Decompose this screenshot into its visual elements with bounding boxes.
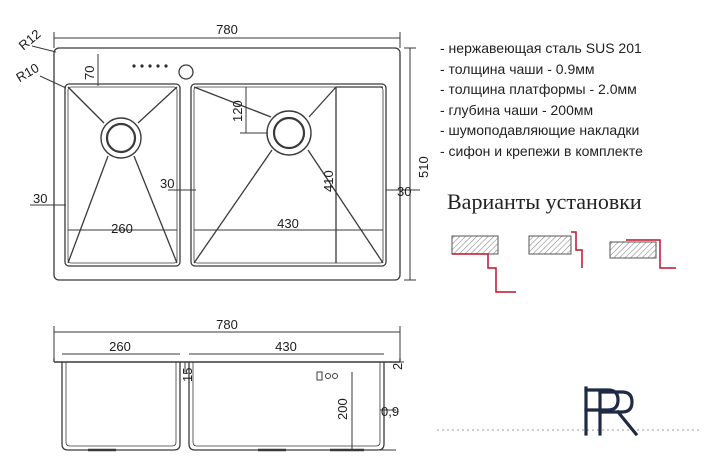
small-bowl-top	[64, 83, 181, 267]
top-view-labels: 780 R12 R10 70 120 30 30 30 260 430 410 …	[13, 22, 431, 236]
install-variant-flush	[528, 231, 583, 268]
bowl-depth-label: 200	[335, 398, 350, 420]
install-variant-overmount	[609, 239, 676, 269]
side-large-bowl-width-label: 430	[275, 339, 297, 354]
overall-height-label: 510	[416, 156, 431, 178]
tap-deck-depth-label: 70	[82, 66, 97, 80]
side-view-labels: 780 260 430 15 2 200 0,9	[109, 317, 405, 420]
spec-item-bowl-thickness: - толщина чаши - 0.9мм	[440, 60, 595, 77]
platform-thickness-label: 2	[390, 363, 405, 370]
bowl-radius-label: R10	[13, 60, 41, 85]
spec-item-siphon: - сифон и крепежи в комплекте	[440, 142, 643, 159]
rim-offset-label: 15	[180, 368, 195, 382]
spec-list: - нержавеющая сталь SUS 201 - толщина ча…	[440, 38, 643, 161]
side-margin-left-label: 30	[33, 191, 47, 206]
spec-item-platform-thickness: - толщина платформы - 2.0мм	[440, 81, 637, 97]
outer-radius-label: R12	[16, 26, 44, 53]
pr-monogram-logo	[578, 384, 696, 444]
tap-deck-holes	[132, 64, 194, 80]
small-bowl-profile	[61, 362, 181, 451]
large-bowl-depth-label: 410	[321, 170, 336, 192]
large-bowl-top	[190, 83, 387, 267]
install-variant-undermount	[451, 235, 516, 293]
small-bowl-width-label: 260	[111, 221, 133, 236]
spec-item-bowl-depth: - глубина чаши - 200мм	[440, 101, 594, 118]
logo-mark	[584, 386, 639, 437]
sink-rim-outline	[53, 47, 401, 281]
side-small-bowl-width-label: 260	[109, 339, 131, 354]
installation-title: Варианты установки	[447, 189, 642, 214]
side-overall-width-label: 780	[216, 317, 238, 332]
bowl-thickness-label: 0,9	[381, 404, 399, 419]
divider-width-label: 30	[160, 176, 174, 191]
overall-width-label: 780	[216, 22, 238, 37]
drain-offset-label: 120	[230, 100, 245, 122]
fastener-icon	[316, 371, 338, 381]
top-view	[30, 32, 420, 281]
spec-item-material: - нержавеющая сталь SUS 201	[440, 40, 642, 56]
large-bowl-width-label: 430	[277, 216, 299, 231]
side-margin-right-label: 30	[397, 184, 411, 199]
large-bowl-profile	[188, 362, 385, 451]
side-view	[53, 326, 404, 452]
spec-item-sound-pads: - шумоподавляющие накладки	[440, 122, 640, 138]
